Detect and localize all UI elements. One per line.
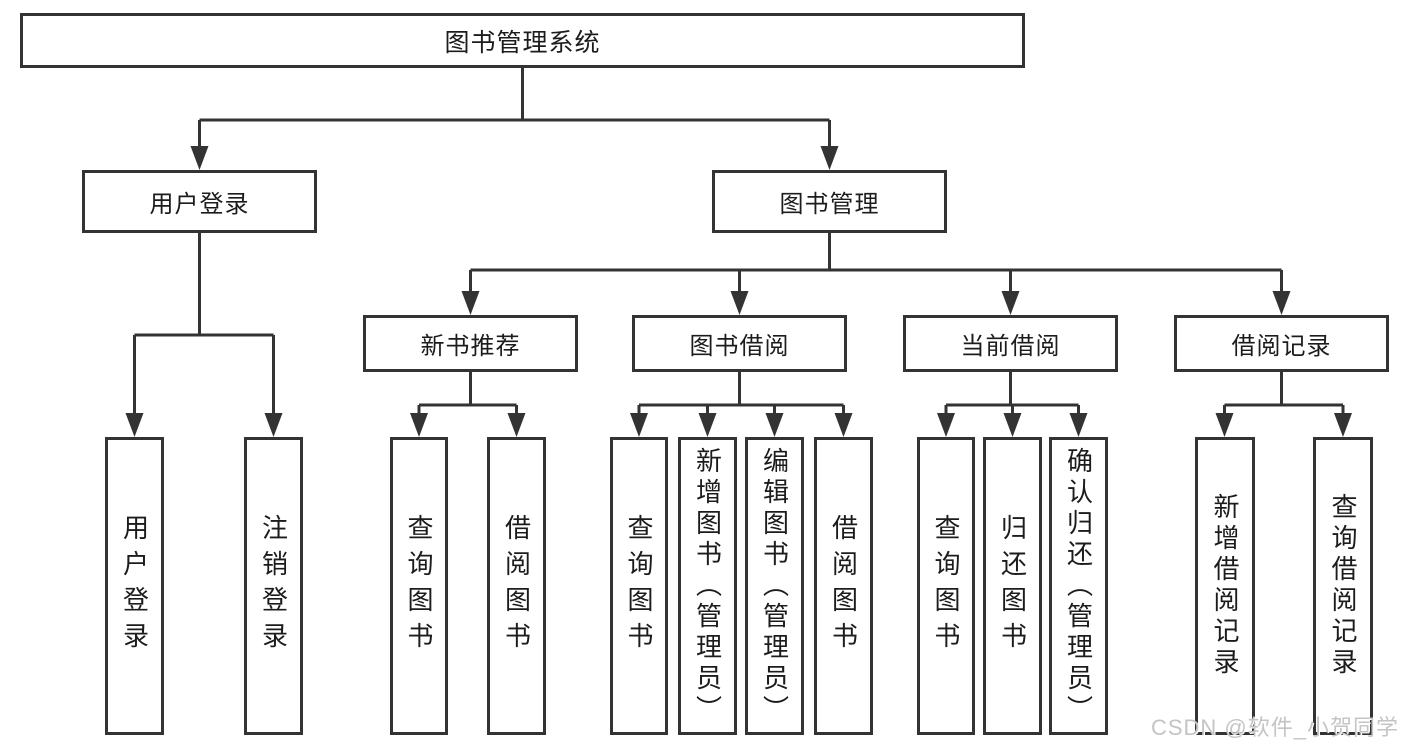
leaf-user-login-label: 用户登录 — [119, 514, 150, 658]
leaf-return-book-label: 归还图书 — [997, 514, 1028, 658]
leaf-borrow-books-recommend: 借阅图书 — [487, 437, 546, 735]
leaf-edit-book-admin-label: 编辑图书（管理员） — [759, 446, 790, 726]
leaf-logout-label: 注销登录 — [258, 514, 289, 658]
leaf-add-borrow-record: 新增借阅记录 — [1195, 437, 1255, 735]
leaf-add-book-admin-label: 新增图书（管理员） — [692, 446, 723, 726]
leaf-query-books-borrow-label: 查询图书 — [624, 514, 654, 658]
leaf-logout: 注销登录 — [244, 437, 303, 735]
node-current-borrow: 当前借阅 — [903, 315, 1118, 372]
node-borrow-records: 借阅记录 — [1174, 315, 1389, 372]
leaf-borrow-books-borrow: 借阅图书 — [814, 437, 873, 735]
leaf-add-book-admin: 新增图书（管理员） — [678, 437, 737, 735]
node-user-login: 用户登录 — [82, 170, 317, 233]
leaf-edit-book-admin: 编辑图书（管理员） — [745, 437, 804, 735]
leaf-query-borrow-record: 查询借阅记录 — [1313, 437, 1373, 735]
node-user-login-label: 用户登录 — [149, 191, 250, 218]
node-new-book-recommend: 新书推荐 — [363, 315, 578, 372]
leaf-query-books-recommend-label: 查询图书 — [404, 514, 434, 658]
node-book-management-label: 图书管理 — [779, 191, 880, 218]
leaf-return-book: 归还图书 — [983, 437, 1042, 735]
leaf-borrow-books-borrow-label: 借阅图书 — [828, 514, 859, 658]
arrowhead-triangles — [125, 146, 1352, 437]
leaf-user-login: 用户登录 — [105, 437, 164, 735]
node-current-borrow-label: 当前借阅 — [960, 333, 1061, 360]
node-borrow-records-label: 借阅记录 — [1231, 333, 1332, 360]
node-root-label: 图书管理系统 — [444, 28, 601, 57]
leaf-add-borrow-record-label: 新增借阅记录 — [1210, 493, 1240, 679]
leaf-query-books-borrow: 查询图书 — [610, 437, 668, 735]
leaf-query-books-recommend: 查询图书 — [390, 437, 448, 735]
leaf-confirm-return-admin: 确认归还（管理员） — [1049, 437, 1108, 735]
node-root: 图书管理系统 — [20, 13, 1025, 68]
leaf-borrow-books-recommend-label: 借阅图书 — [501, 514, 532, 658]
node-book-borrow-label: 图书借阅 — [689, 333, 790, 360]
node-new-book-recommend-label: 新书推荐 — [420, 333, 521, 360]
node-book-management: 图书管理 — [712, 170, 947, 233]
leaf-confirm-return-admin-label: 确认归还（管理员） — [1063, 446, 1094, 726]
leaf-query-books-current: 查询图书 — [917, 437, 975, 735]
leaf-query-borrow-record-label: 查询借阅记录 — [1328, 493, 1358, 679]
leaf-query-books-current-label: 查询图书 — [931, 514, 961, 658]
node-book-borrow: 图书借阅 — [632, 315, 847, 372]
connector-shafts — [133, 68, 1345, 419]
csdn-watermark: CSDN @软件_小贺同学 — [1150, 715, 1399, 740]
